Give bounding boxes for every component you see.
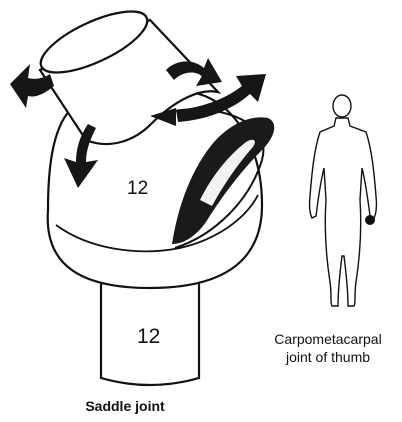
- caption-line-2: joint of thumb: [258, 348, 398, 366]
- lower-bone-number: 12: [137, 325, 160, 349]
- upper-bone-number: 12: [127, 178, 148, 200]
- thumb-joint-marker: [365, 215, 375, 225]
- human-figure: [310, 95, 377, 306]
- caption-line-1: Carpometacarpal: [258, 330, 398, 348]
- diagram-title: Saddle joint: [0, 398, 250, 414]
